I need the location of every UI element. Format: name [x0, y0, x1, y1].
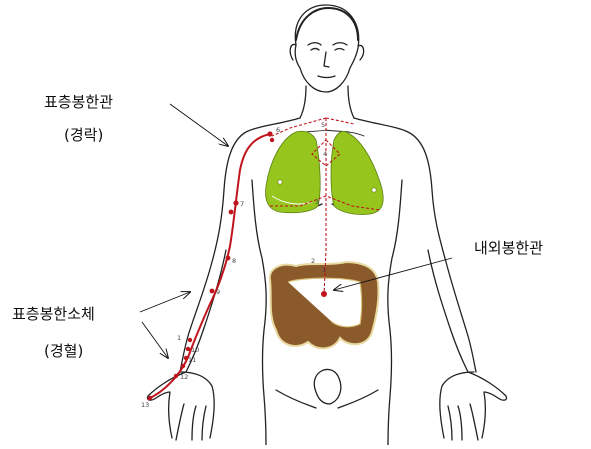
genital-outline	[314, 369, 341, 404]
meridian-pointer-arrow	[170, 104, 228, 146]
left-lung	[266, 131, 321, 212]
acupoint-sublabel: (경혈)	[44, 342, 83, 360]
left-hand-outline	[147, 372, 214, 440]
point-number: 9	[216, 288, 220, 296]
point-number: 10	[191, 346, 199, 354]
point-number: 3	[315, 198, 319, 206]
acupoint-pointer-arrow-lower	[142, 322, 168, 358]
meridian-label: 표층봉한관	[44, 93, 113, 111]
point-number: 13	[141, 401, 149, 409]
point-number: 11	[188, 356, 196, 364]
point-number: 12	[180, 373, 188, 381]
lungs	[266, 131, 384, 214]
point-number: 2	[311, 257, 315, 265]
point-number: 5	[321, 121, 325, 129]
meridian-sublabel: (경락)	[64, 126, 103, 144]
acupoint-label: 표층봉한소체	[12, 305, 95, 323]
right-lung	[331, 131, 383, 214]
inner-vessel-label: 내외봉한관	[474, 239, 543, 257]
point-number: 1	[177, 334, 181, 342]
point-number: 7	[240, 200, 244, 208]
meridian-line	[148, 134, 270, 400]
point-number: 1	[322, 266, 326, 274]
right-hand-outline	[440, 372, 507, 440]
neck-outline	[300, 86, 306, 118]
point-number: 8	[232, 257, 236, 265]
acupoint-pointer-arrow-upper	[140, 292, 190, 312]
point-number: 6	[276, 126, 280, 134]
point-number: 4	[323, 150, 327, 158]
